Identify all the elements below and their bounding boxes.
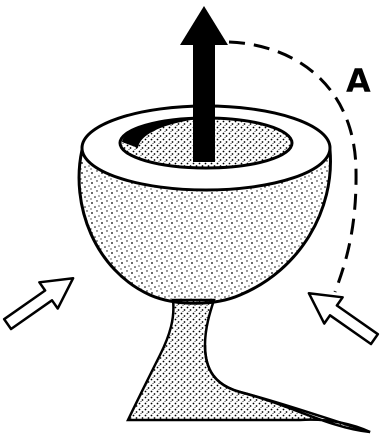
left-inward-arrow-icon bbox=[0, 265, 82, 337]
right-inward-arrow-icon bbox=[300, 280, 384, 352]
stalk bbox=[128, 300, 370, 432]
label-a: A bbox=[346, 62, 371, 100]
